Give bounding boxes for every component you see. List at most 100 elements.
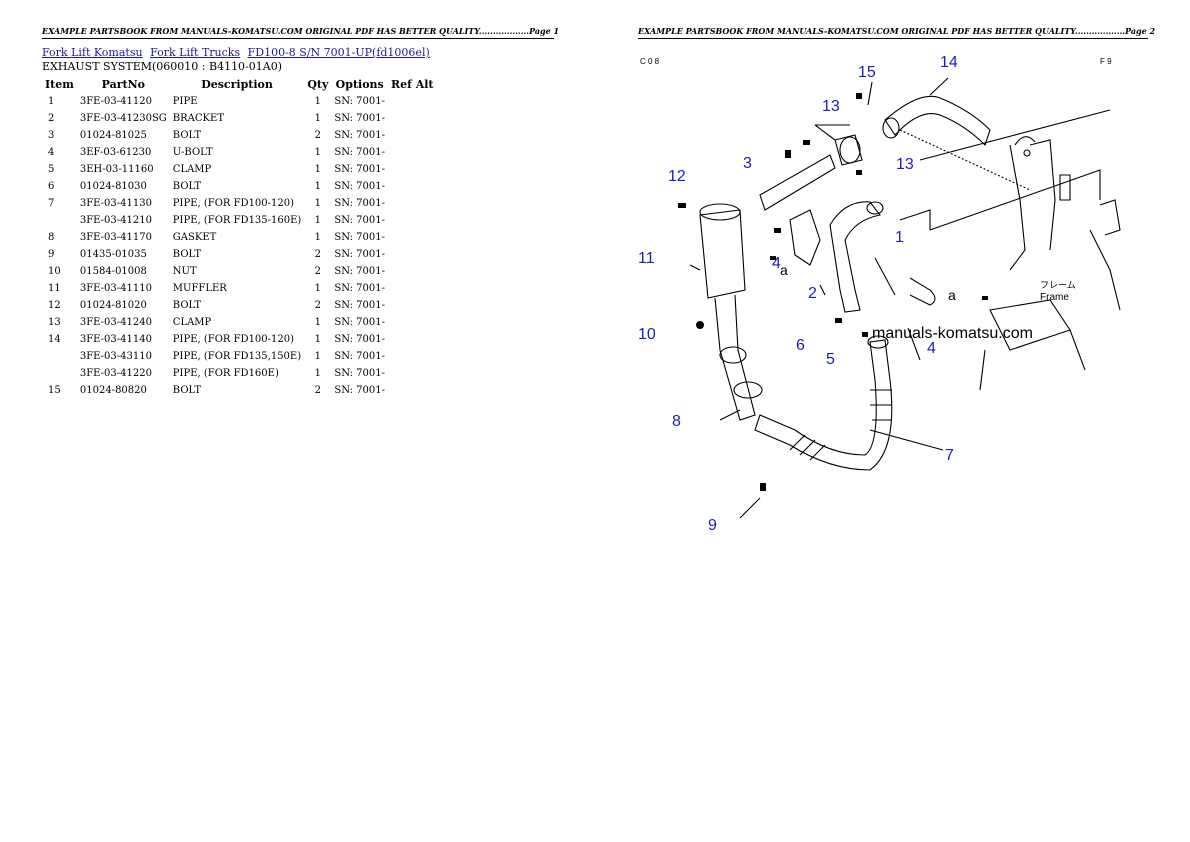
- cell-options: SN: 7001-: [334, 266, 386, 277]
- cell-item: 4: [48, 147, 55, 158]
- callout-11: 11: [638, 250, 655, 267]
- callout-1: 1: [895, 229, 904, 246]
- bolt-15: [856, 93, 862, 99]
- col-header-ref-alt: Ref Alt: [391, 78, 434, 91]
- callout-2: 2: [808, 285, 817, 302]
- callout-6: 6: [796, 337, 805, 354]
- callout-12: 12: [668, 168, 686, 185]
- marker-a-arrow-right: [982, 296, 988, 300]
- clamp-5: [862, 332, 868, 337]
- frame-support: [1069, 329, 1086, 371]
- frame-rail-lower: [929, 169, 1101, 231]
- cell-ref-alt: [388, 229, 437, 246]
- cell-partno: 3FE-03-41120: [79, 96, 152, 107]
- cell-ref-alt: [388, 144, 437, 161]
- cell-options: SN: 7001-: [334, 164, 386, 175]
- cell-item: 9: [48, 249, 55, 260]
- frame-end-block: [1099, 199, 1121, 236]
- callout-13-upper: 13: [822, 98, 840, 115]
- cell-description: PIPE, (FOR FD135-160E): [172, 215, 302, 226]
- frame-plate: [1059, 174, 1071, 201]
- callout-5: 5: [826, 351, 835, 368]
- cell-partno: 3FE-03-43110: [79, 351, 152, 362]
- cell-partno: 01024-81025: [79, 130, 147, 141]
- cell-partno: 3EH-03-11160: [79, 164, 154, 175]
- leader-11: [689, 264, 701, 271]
- cell-description: BRACKET: [172, 113, 224, 124]
- frame-rail-upper: [919, 109, 1111, 161]
- leader-14: [929, 77, 949, 96]
- cell-partno: 01024-81020: [79, 300, 147, 311]
- page1-header: EXAMPLE PARTSBOOK FROM MANUALS-KOMATSU.C…: [42, 26, 560, 36]
- callout-7: 7: [945, 447, 954, 464]
- leader-2: [819, 284, 826, 296]
- callout-15: 15: [858, 64, 876, 81]
- diagram-drawing: [689, 77, 1121, 519]
- cell-options: SN: 7001-: [334, 334, 386, 345]
- frame-leg-right: [1029, 139, 1056, 251]
- callout-8: 8: [672, 413, 681, 430]
- cell-qty: 1: [314, 164, 322, 175]
- callout-14: 14: [940, 54, 958, 71]
- cell-ref-alt: [388, 93, 437, 110]
- cell-qty: 1: [314, 317, 322, 328]
- cell-options: SN: 7001-: [334, 113, 386, 124]
- frame-hidden-line: [899, 129, 1031, 191]
- page2-header-rule: [638, 38, 1148, 39]
- pipe-7: [754, 339, 893, 471]
- callout-4-lower: 4: [927, 340, 936, 357]
- bracket-2: [789, 209, 821, 266]
- cell-item: 14: [48, 334, 61, 345]
- cell-item: 11: [48, 283, 61, 294]
- cell-qty: 1: [314, 113, 322, 124]
- cell-description: PIPE, (FOR FD160E): [172, 368, 279, 379]
- cell-qty: 1: [314, 96, 322, 107]
- pipe-7-ribs: [789, 434, 826, 461]
- cell-description: GASKET: [172, 232, 217, 243]
- clamp-13-ring: [839, 136, 861, 164]
- cell-options: SN: 7001-: [334, 198, 386, 209]
- breadcrumb: Fork Lift Komatsu Fork Lift Trucks FD100…: [42, 46, 434, 59]
- col-header-qty: Qty: [307, 78, 329, 91]
- section-title: EXHAUST SYSTEM(060010 : B4110-01A0): [42, 60, 283, 73]
- cell-description: U-BOLT: [172, 147, 213, 158]
- callout-10: 10: [638, 326, 656, 343]
- cell-partno: 3FE-03-41230SG: [79, 113, 167, 124]
- leader-13: [814, 124, 850, 141]
- pipe-7-ribs-vertical: [870, 389, 892, 421]
- breadcrumb-link-category[interactable]: Fork Lift Trucks: [150, 46, 241, 59]
- cell-options: SN: 7001-: [334, 96, 386, 107]
- cell-item: [42, 365, 77, 382]
- bolt-6: [835, 318, 842, 323]
- cell-ref-alt: [388, 127, 437, 144]
- breadcrumb-link-brand[interactable]: Fork Lift Komatsu: [42, 46, 143, 59]
- leader-4: [907, 327, 921, 361]
- muffler-flange: [719, 346, 747, 364]
- cell-item: 13: [48, 317, 61, 328]
- breadcrumb-link-model[interactable]: FD100-8 S/N 7001-UP(fd1006el): [247, 46, 430, 59]
- cell-options: SN: 7001-: [334, 385, 386, 396]
- cell-options: SN: 7001-: [334, 130, 386, 141]
- cell-options: SN: 7001-: [334, 147, 386, 158]
- marker-a-left: a: [780, 262, 788, 278]
- u-bolt-4: [909, 277, 936, 306]
- exhaust-system-diagram: C 0 8 F 9: [638, 54, 1121, 534]
- cell-options: SN: 7001-: [334, 232, 386, 243]
- cell-partno: 3FE-03-41170: [79, 232, 152, 243]
- callout-13-right: 13: [896, 156, 914, 173]
- cell-description: PIPE: [172, 96, 198, 107]
- cell-partno: 3EF-03-61230: [79, 147, 152, 158]
- cell-item: [42, 348, 77, 365]
- cell-ref-alt: [388, 365, 437, 382]
- cell-qty: 1: [314, 283, 322, 294]
- cell-description: BOLT: [172, 181, 202, 192]
- leader-15: [867, 81, 873, 106]
- bolt-12: [678, 203, 686, 208]
- page2-header: EXAMPLE PARTSBOOK FROM MANUALS-KOMATSU.C…: [638, 26, 1156, 36]
- cell-ref-alt: [388, 178, 437, 195]
